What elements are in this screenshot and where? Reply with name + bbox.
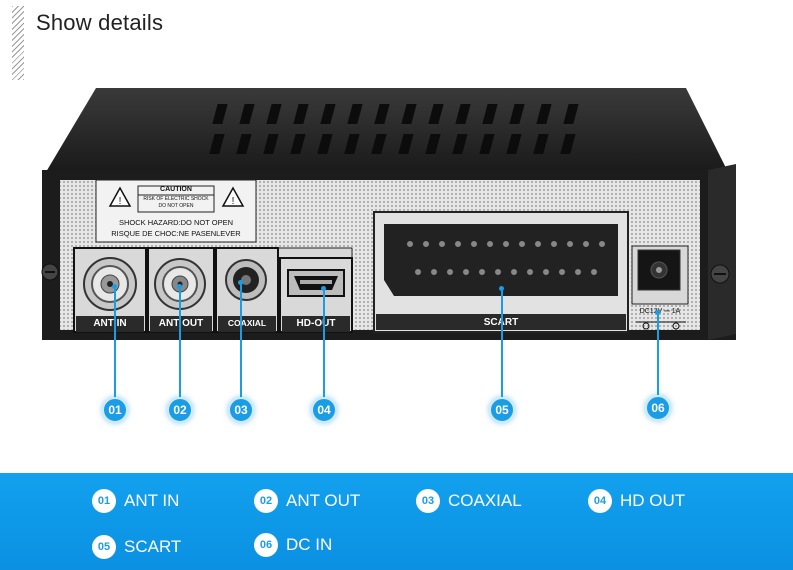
caution-title: CAUTION: [160, 186, 192, 193]
device-lid: [46, 88, 728, 172]
legend-badge: 02: [254, 489, 278, 513]
callout-dot-3: [238, 280, 243, 285]
legend-label: ANT IN: [124, 491, 180, 510]
callout-dot-6: [655, 310, 660, 315]
dc-rating-label: DC12V ⎓ 1A: [639, 308, 681, 315]
callout-dot-2: [177, 284, 182, 289]
port-label-ant-in: ANT IN: [93, 318, 127, 329]
callout-line-1: [114, 286, 116, 398]
callout-badge-3: 03: [228, 397, 254, 423]
caution-hazard1: SHOCK HAZARD:DO NOT OPEN: [118, 218, 234, 227]
callout-line-5: [501, 288, 503, 398]
legend-item-hd-out: 04 HD OUT: [588, 489, 685, 513]
callout-dot-1: [112, 284, 117, 289]
legend-band: 01 ANT IN 02 ANT OUT 03 COAXIAL 04 HD OU…: [0, 473, 793, 570]
callout-badge-4: 04: [311, 397, 337, 423]
legend-badge: 03: [416, 489, 440, 513]
callout-dot-4: [321, 286, 326, 291]
callout-line-6: [657, 312, 659, 396]
svg-text:!: !: [232, 196, 235, 207]
page-title: Show details: [36, 10, 164, 35]
legend-item-coaxial: 03 COAXIAL: [416, 489, 522, 513]
caution-line2: DO NOT OPEN: [158, 203, 194, 209]
legend-badge: 04: [588, 489, 612, 513]
legend-label: COAXIAL: [448, 491, 522, 510]
legend-label: SCART: [124, 537, 182, 556]
legend-item-ant-out: 02 ANT OUT: [254, 489, 360, 513]
legend-badge: 01: [92, 489, 116, 513]
port-label-scart: SCART: [376, 317, 626, 328]
callout-badge-6: 06: [645, 395, 671, 421]
callout-dot-5: [499, 286, 504, 291]
callout-line-2: [179, 286, 181, 398]
legend-label: DC IN: [286, 535, 333, 554]
header: Show details: [0, 0, 793, 80]
callout-line-4: [323, 288, 325, 398]
hatch-decoration: [12, 6, 24, 80]
caution-label: [95, 179, 257, 243]
legend-item-scart: 05 SCART: [92, 535, 181, 559]
svg-text:!: !: [119, 196, 122, 207]
legend-badge: 05: [92, 535, 116, 559]
vent-slots: [209, 104, 579, 154]
legend-label: ANT OUT: [286, 491, 361, 510]
callout-badge-5: 05: [489, 397, 515, 423]
callout-line-3: [240, 282, 242, 398]
legend-label: HD OUT: [620, 491, 686, 510]
port-label-coaxial: COAXIAL: [227, 318, 267, 328]
port-label-hd-out: HD-OUT: [296, 318, 336, 329]
legend-item-dc-in: 06 DC IN: [254, 533, 332, 557]
callout-badge-1: 01: [102, 397, 128, 423]
callout-badge-2: 02: [167, 397, 193, 423]
device-drawing: ! !: [41, 88, 736, 340]
caution-hazard2: RISQUE DE CHOC:NE PASENLEVER: [111, 229, 241, 238]
device-image: ! !: [38, 84, 738, 350]
port-label-ant-out: ANT OUT: [158, 318, 204, 329]
legend-item-ant-in: 01 ANT IN: [92, 489, 179, 513]
legend-badge: 06: [254, 533, 278, 557]
caution-line1: RISK OF ELECTRIC SHOCK: [143, 196, 209, 202]
